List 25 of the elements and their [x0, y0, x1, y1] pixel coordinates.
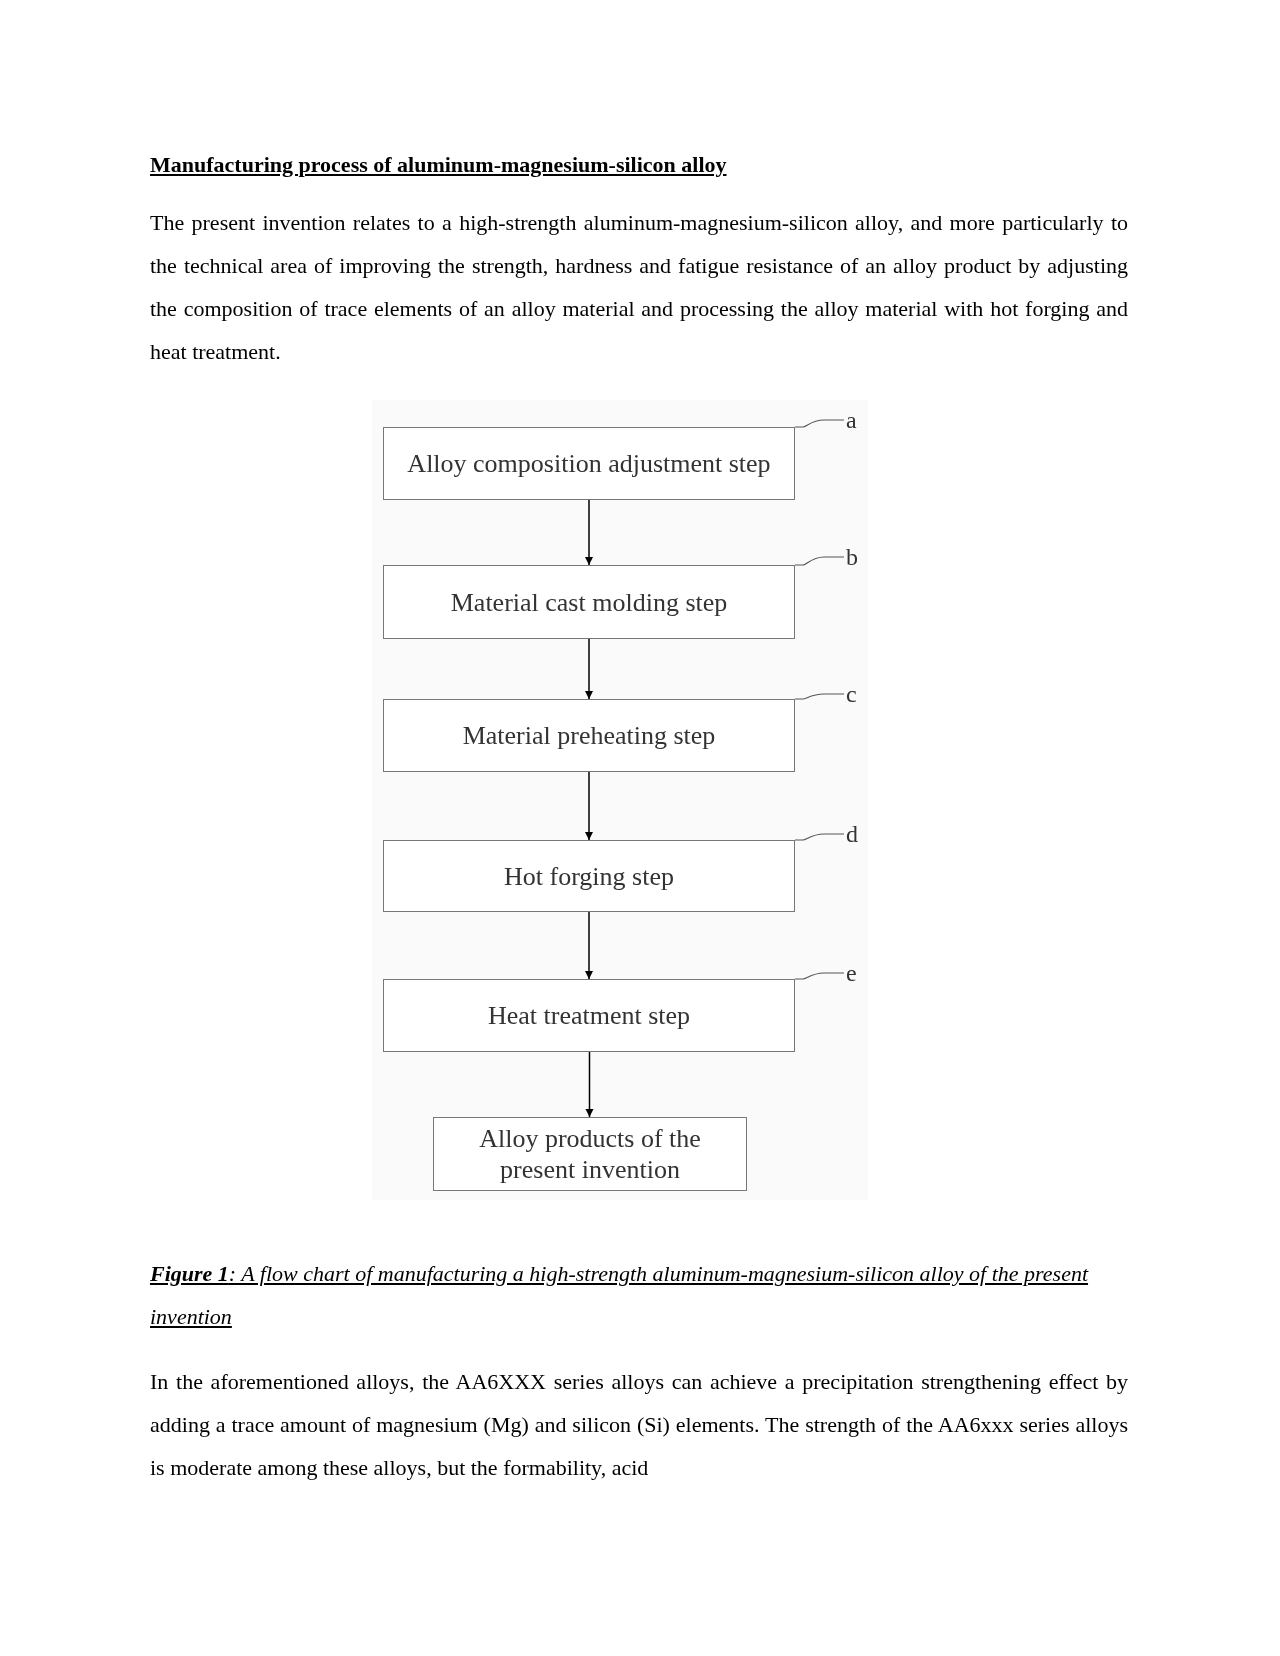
callout-letter: e [846, 959, 866, 987]
leader-line [794, 972, 845, 980]
body-paragraph: The present invention relates to a high-strength aluminum-magnesium-silicon alloy, and more particularly to the technical area of improving the strength, hardness and fatigue resistance of an alloy product by adjusting the composition of trace elements of an alloy material and processing the alloy material with hot forging and heat treatment. [150, 209, 1128, 366]
callout-letter: a [846, 406, 866, 434]
body-paragraph: In the aforementioned alloys, the AA6XXX series alloys can achieve a precipitation strengthening effect by adding a trace amount of magnesium (Mg) and silicon (Si) elements. The strength of the AA6xxx series alloys is moderate among these alloys, but the formability, acid [150, 1368, 1128, 1482]
page-title: Manufacturing process of aluminum-magnesium-silicon alloy [150, 152, 727, 178]
process-box: Material cast molding step [383, 565, 795, 639]
callout-letter: d [846, 820, 866, 848]
process-box: Alloy products of the present invention [433, 1117, 747, 1191]
process-box: Hot forging step [383, 840, 795, 912]
leader-line [794, 419, 845, 428]
leader-line [794, 556, 845, 566]
arrow [585, 638, 593, 700]
process-box: Heat treatment step [383, 979, 795, 1052]
figure-caption: Figure 1: A flow chart of manufacturing a high-strength aluminum-magnesium-silicon alloy of the present invention [150, 1260, 1090, 1331]
process-box: Alloy composition adjustment step [383, 427, 795, 500]
arrow [585, 771, 593, 841]
arrow [585, 911, 593, 980]
arrow [585, 1051, 594, 1118]
leader-line [794, 693, 845, 700]
leader-line [794, 833, 845, 841]
callout-letter: c [846, 680, 866, 708]
callout-letter: b [846, 543, 866, 571]
arrow [585, 499, 593, 566]
process-box: Material preheating step [383, 699, 795, 772]
